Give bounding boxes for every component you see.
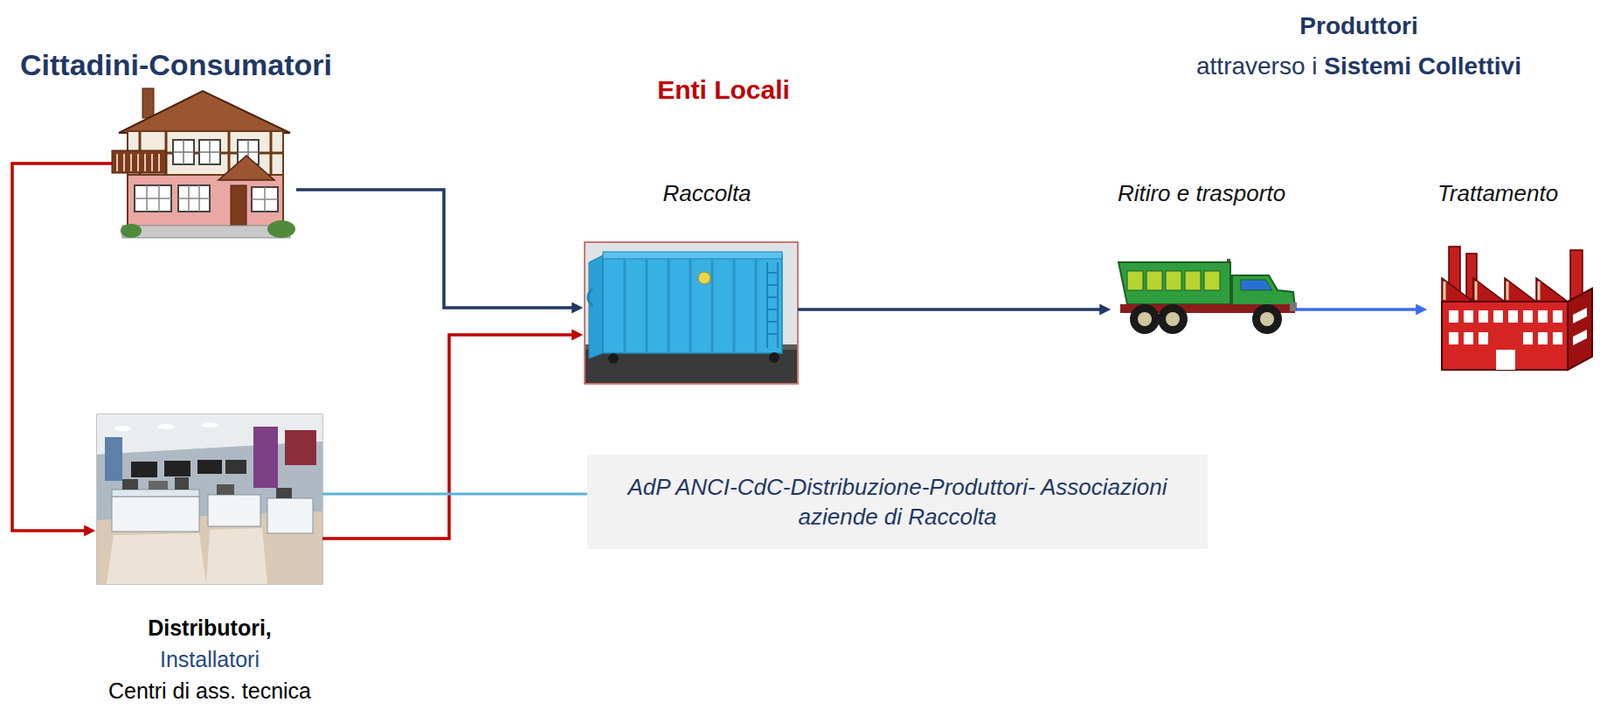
text-holder: Trattamento: [1414, 179, 1581, 208]
store-photo: [96, 414, 323, 584]
actor-label: Distributori,: [62, 611, 358, 644]
house-illustration: [111, 88, 296, 238]
factory-illustration: [1441, 246, 1593, 370]
group-heading: Cittadini-Consumatori: [20, 47, 440, 83]
collection-node: Raccolta: [584, 242, 798, 384]
actor-label: Installatori: [62, 643, 358, 675]
house-node: Cittadini-Consumatori: [111, 86, 297, 240]
flow-connector: [12, 163, 112, 531]
flow-connector: [1295, 307, 1420, 312]
text-holder: Installatori: [62, 643, 358, 675]
transport-node: Ritiro e trasporto: [1112, 255, 1296, 337]
group-subheading: attraverso i: [1196, 52, 1318, 80]
flow-connector: [296, 189, 576, 308]
step-label: Ritiro e trasporto: [1070, 179, 1333, 208]
truck-illustration: [1118, 258, 1297, 334]
label-line: Produttori: [1127, 8, 1591, 44]
distributor-node: Distributori,InstallatoriCentri di ass. …: [96, 414, 323, 584]
container-photo: [584, 242, 798, 384]
label-line: attraverso iSistemi Collettivi: [1127, 48, 1591, 84]
agreement-text: AdP ANCI-CdC-Distribuzione-Produttori- A…: [613, 471, 1182, 532]
agreement-box: AdP ANCI-CdC-Distribuzione-Produttori- A…: [587, 454, 1208, 549]
label-holder: Produttori attraverso iSistemi Collettivi: [1127, 8, 1591, 84]
text-holder: Raccolta: [575, 179, 839, 208]
text-holder: Centri di ass. tecnica: [62, 674, 358, 707]
text-holder: Distributori,: [62, 611, 358, 644]
group-heading: Produttori: [1299, 12, 1418, 40]
text-holder: Cittadini-Consumatori: [20, 47, 440, 83]
group-heading: Enti Locali: [657, 75, 790, 104]
label-holder: Enti Locali: [592, 74, 855, 106]
flow-connector: [322, 492, 588, 496]
step-label: Trattamento: [1414, 179, 1581, 208]
group-subheading: Sistemi Collettivi: [1323, 52, 1522, 80]
flow-connector: [322, 334, 576, 539]
actor-label: Centri di ass. tecnica: [62, 674, 358, 707]
flow-connector: [797, 307, 1104, 312]
text-holder: Ritiro e trasporto: [1070, 179, 1333, 208]
step-label: Raccolta: [575, 179, 839, 208]
treatment-node: Trattamento: [1428, 244, 1595, 376]
